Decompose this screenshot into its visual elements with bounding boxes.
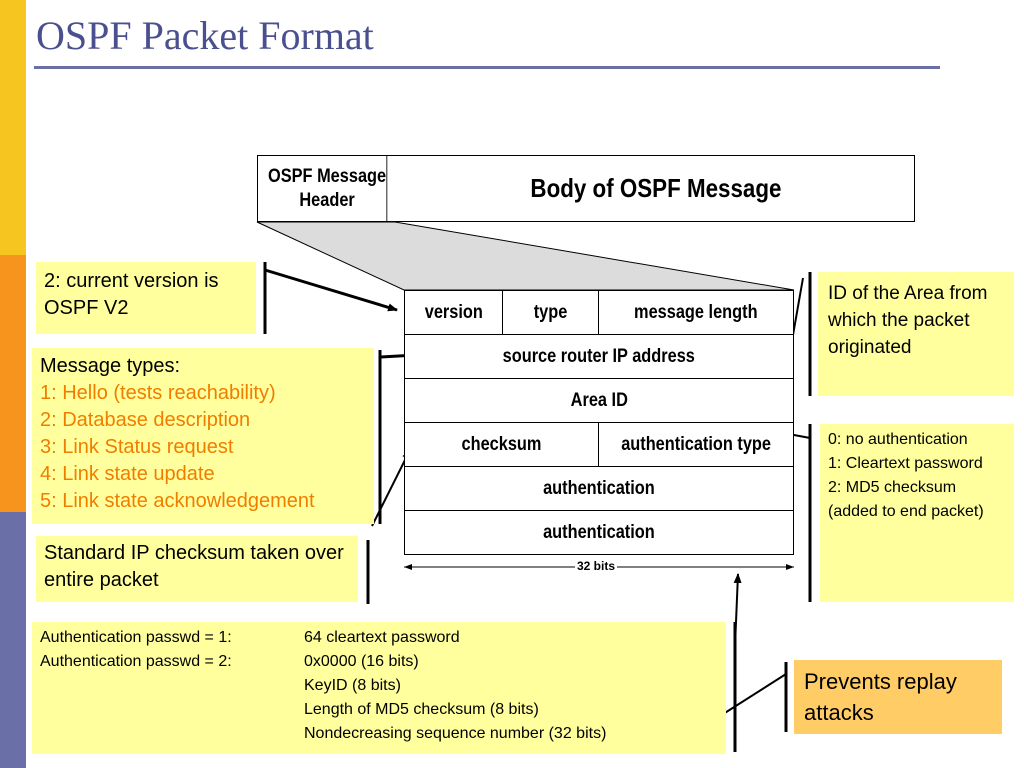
note-auth-types: 0: no authentication 1: Cleartext passwo…	[820, 424, 1014, 602]
slide-title: OSPF Packet Format	[36, 13, 374, 58]
field-area-id-label: Area ID	[570, 389, 628, 411]
list-item: 4: Link state update	[40, 463, 215, 485]
field-authentication-1-label: authentication	[543, 477, 655, 499]
auth-passwd-2-value: Nondecreasing sequence number (32 bits)	[304, 725, 607, 742]
note-area-id: ID of the Area from which the packet ori…	[818, 272, 1014, 396]
side-bar-purple	[0, 512, 26, 768]
field-checksum-label: checksum	[461, 433, 542, 455]
table-row: source router IP address	[405, 335, 793, 379]
list-item: 5: Link state acknowledgement	[40, 490, 315, 512]
auth-passwd-2-value: Length of MD5 checksum (8 bits)	[304, 701, 539, 718]
title-rule	[34, 66, 940, 69]
field-checksum: checksum	[405, 423, 599, 466]
side-bar-orange	[0, 255, 26, 512]
field-version-label: version	[424, 301, 483, 323]
field-source-router: source router IP address	[405, 335, 793, 378]
field-message-length-label: message length	[634, 301, 758, 323]
field-source-router-label: source router IP address	[502, 345, 696, 367]
table-row: authentication	[405, 467, 793, 511]
field-authentication-2-label: authentication	[543, 521, 655, 543]
field-type: type	[503, 291, 599, 334]
note-auth-passwd: Authentication passwd = 1: 64 cleartext …	[32, 622, 726, 754]
field-auth-type: authentication type	[599, 423, 793, 466]
header-format-table: version type message length source route…	[404, 290, 794, 555]
field-version: version	[405, 291, 503, 334]
width-label: 32 bits	[575, 559, 618, 573]
table-row: version type message length	[405, 291, 793, 335]
table-row: checksum authentication type	[405, 423, 793, 467]
list-item: 1: Hello (tests reachability)	[40, 382, 276, 404]
table-row: authentication	[405, 511, 793, 555]
auth-passwd-2-value: 0x0000 (16 bits)	[304, 653, 419, 670]
field-message-length: message length	[599, 291, 793, 334]
auth-passwd-1-value: 64 cleartext password	[304, 629, 460, 646]
note-version: 2: current version is OSPF V2	[36, 262, 256, 334]
note-checksum: Standard IP checksum taken over entire p…	[36, 536, 358, 602]
table-row: Area ID	[405, 379, 793, 423]
list-item: 3: Link Status request	[40, 436, 234, 458]
auth-passwd-2-value: KeyID (8 bits)	[304, 677, 401, 694]
ospf-body-cell: Body of OSPF Message	[397, 156, 914, 221]
auth-passwd-grid: Authentication passwd = 1: 64 cleartext …	[40, 626, 718, 746]
auth-passwd-1-label: Authentication passwd = 1:	[40, 629, 232, 646]
field-auth-type-label: authentication type	[621, 433, 771, 455]
note-message-types: Message types: 1: Hello (tests reachabil…	[32, 348, 374, 524]
list-item: 0: no authentication	[828, 431, 968, 448]
note-message-types-title: Message types:	[40, 355, 181, 377]
ospf-packet-block: OSPF Message Header Body of OSPF Message	[257, 155, 915, 222]
side-bar-yellow	[0, 0, 26, 255]
auth-passwd-2-label: Authentication passwd = 2:	[40, 653, 232, 670]
field-authentication-1: authentication	[405, 467, 793, 510]
list-item: 2: MD5 checksum (added to end packet)	[828, 479, 984, 520]
ospf-body-label: Body of OSPF Message	[530, 173, 781, 203]
ospf-header-cell: OSPF Message Header	[268, 156, 388, 221]
note-replay: Prevents replay attacks	[794, 660, 1002, 734]
field-type-label: type	[533, 301, 568, 323]
list-item: 2: Database description	[40, 409, 251, 431]
field-authentication-2: authentication	[405, 511, 793, 554]
field-area-id: Area ID	[405, 379, 793, 422]
list-item: 1: Cleartext password	[828, 455, 983, 472]
